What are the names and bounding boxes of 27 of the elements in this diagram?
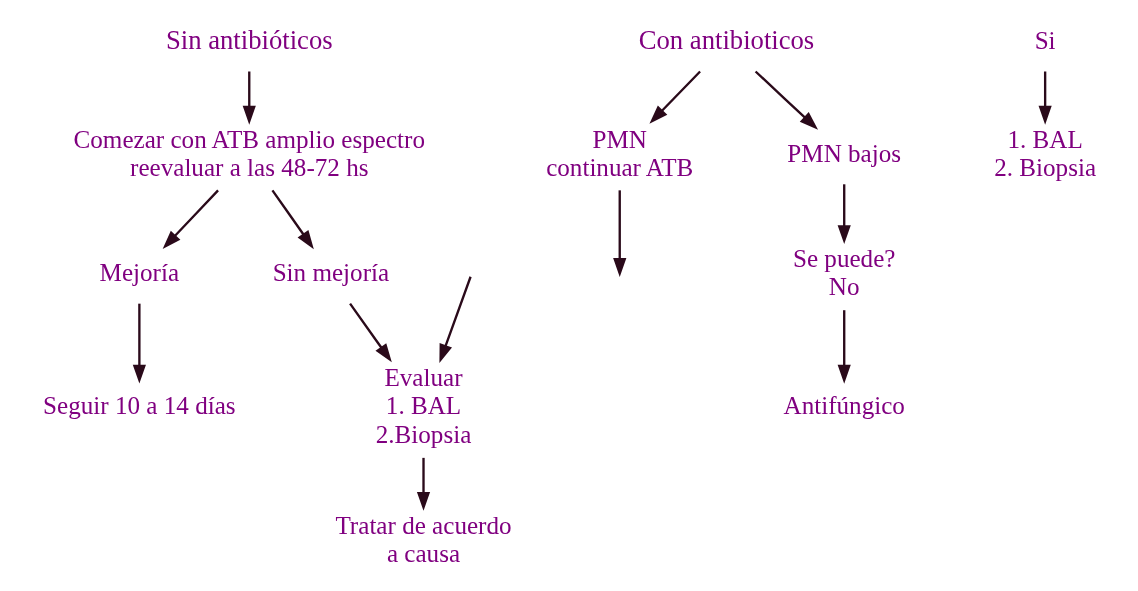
arrow: [162, 189, 219, 249]
arrow: [132, 303, 146, 384]
node-text: 1. BAL 2. Biopsia: [993, 125, 1096, 181]
arrow: [754, 70, 818, 130]
node-text: Sin mejoría: [272, 259, 389, 287]
node-text: Seguir 10 a 14 días: [42, 392, 236, 420]
arrow: [242, 71, 256, 125]
arrow: [1038, 71, 1052, 125]
arrow: [270, 189, 314, 250]
arrow: [438, 276, 472, 363]
arrow: [348, 303, 392, 363]
arrow: [837, 184, 851, 245]
node-text: Se puede? No: [792, 244, 895, 301]
node-text: PMN continuar ATB: [545, 125, 693, 181]
arrow: [416, 457, 430, 511]
node-text: Antifúngico: [783, 392, 905, 420]
arrow: [648, 70, 701, 124]
node-text: Con antibioticos: [638, 25, 814, 56]
arrow: [837, 310, 851, 384]
node-text: Si: [1034, 26, 1056, 54]
node-text: PMN bajos: [786, 139, 901, 167]
node-text: Tratar de acuerdo a causa: [334, 511, 512, 568]
node-text: Mejoría: [99, 259, 179, 287]
node-text: Sin antibióticos: [165, 25, 333, 56]
node-text: Evaluar 1. BAL 2.Biopsia: [375, 364, 471, 448]
arrow: [612, 190, 626, 277]
node-text: Comezar con ATB amplio espectro reevaluar a las 48-72 hs: [73, 125, 425, 181]
